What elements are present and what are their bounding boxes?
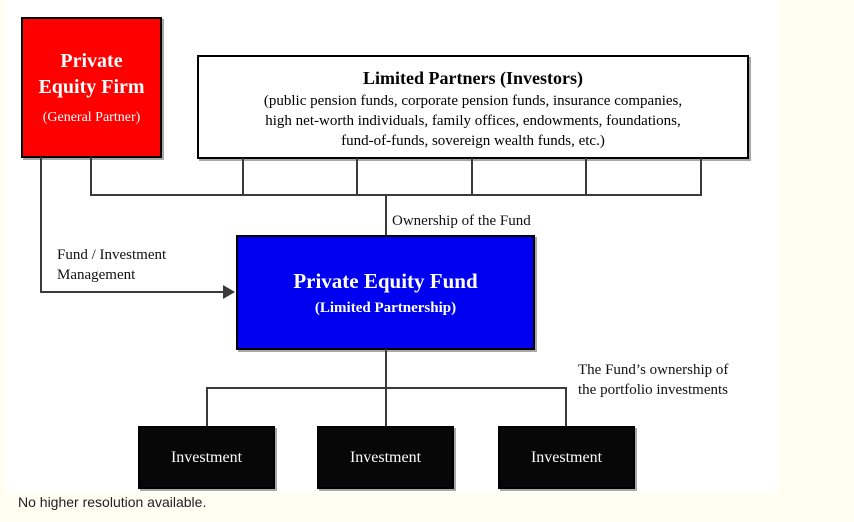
connector-lp-tick-5 [700,158,702,195]
investment-box: Investment [498,426,635,489]
limited-partners-box: Limited Partners (Investors) (public pen… [197,55,749,159]
connector-rail-to-fund [385,196,387,235]
gp-title-line1: Private [60,50,123,72]
investment-box: Investment [138,426,275,489]
connector-lp-tick-4 [585,158,587,195]
fund-subtitle: (Limited Partnership) [314,299,457,316]
management-label: Fund / Investment Management [57,245,166,285]
portfolio-label-line2: the portfolio investments [578,382,728,398]
management-arrow-line [40,291,224,293]
connector-lp-tick-2 [356,158,358,195]
connector-upper-rail [90,194,702,196]
investment-label: Investment [170,448,243,466]
gp-subtitle: (General Partner) [42,110,141,125]
portfolio-ownership-label: The Fund’s ownership of the portfolio in… [578,360,728,400]
lp-body-line1: (public pension funds, corporate pension… [263,92,683,109]
no-higher-resolution-text: No higher resolution available. [18,494,207,510]
lp-body-line3: fund-of-funds, sovereign wealth funds, e… [341,132,605,149]
connector-investment-tick-right [565,387,567,426]
gp-title-line2: Equity Firm [38,76,145,98]
general-partner-box: Private Equity Firm (General Partner) [21,17,162,158]
connector-investment-tick-left [206,387,208,426]
investment-label: Investment [349,448,422,466]
ownership-label: Ownership of the Fund [392,213,531,229]
connector-lower-rail [206,387,567,389]
connector-gp-right-vertical [90,157,92,195]
lp-title: Limited Partners (Investors) [363,67,583,88]
portfolio-label-line1: The Fund’s ownership of [578,362,729,378]
investment-label: Investment [530,448,603,466]
investment-box: Investment [317,426,454,489]
management-label-line2: Management [57,267,136,283]
management-arrow-head-icon [223,285,235,299]
connector-lp-tick-1 [242,158,244,195]
private-equity-fund-box: Private Equity Fund (Limited Partnership… [236,235,535,350]
fund-title: Private Equity Fund [293,268,478,293]
management-label-line1: Fund / Investment [57,247,167,263]
connector-gp-left-vertical [40,157,42,293]
lp-body-line2: high net-worth individuals, family offic… [265,112,681,129]
connector-lp-tick-3 [471,158,473,195]
